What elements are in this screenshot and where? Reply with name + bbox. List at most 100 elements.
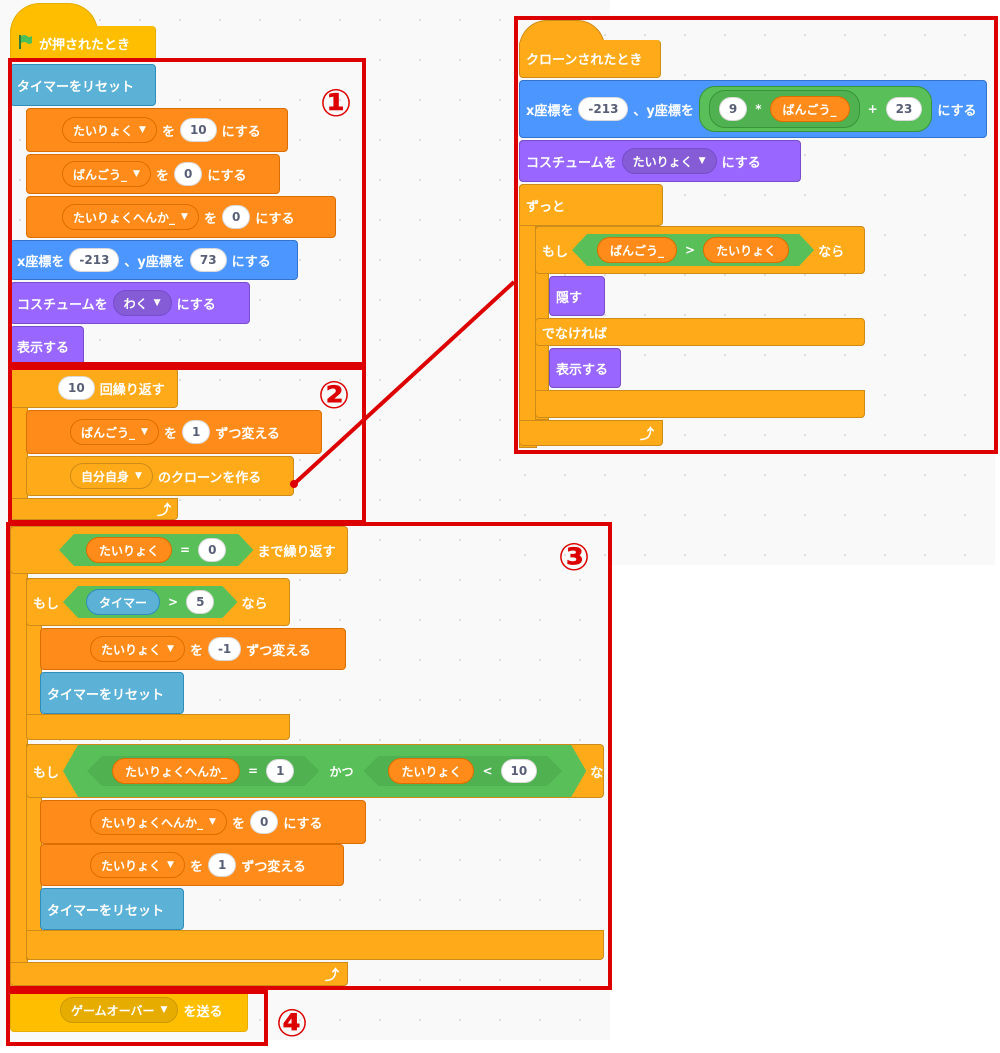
set-hpchange-zero-block[interactable]: たいりょくへんか_▼ を 0 にする — [40, 800, 366, 844]
label-y: 、y座標を — [124, 254, 185, 270]
if-hpchange-block[interactable]: もし たいりょくへんか_ = 1 かつ たいりょく < 10 なら — [26, 744, 616, 798]
clone-costume-block[interactable]: コスチュームを たいりょく▼ にする — [519, 140, 801, 182]
value-input[interactable]: 0 — [173, 162, 203, 186]
reset-timer-block[interactable]: タイマーをリセット — [40, 672, 184, 714]
else-label-bar: でなければ — [535, 318, 865, 346]
y-input[interactable]: 73 — [189, 248, 227, 272]
repeat-label: 回繰り返す — [99, 382, 165, 398]
x-input[interactable]: -213 — [578, 97, 629, 121]
set-hpchange-block[interactable]: たいりょくへんか_▼ を 0 にする — [26, 196, 336, 238]
label-y: 、y座標を — [633, 103, 694, 119]
label-wo: を — [203, 211, 217, 227]
label-nisuru: にする — [255, 211, 295, 227]
label-wo: を — [161, 124, 175, 140]
dropdown-caret-icon: ▼ — [153, 298, 161, 308]
reset-timer-label: タイマーをリセット — [17, 79, 135, 95]
op-and: かつ — [329, 764, 354, 779]
when-cloned-hat-block[interactable]: クローンされたとき — [519, 40, 661, 78]
reset-timer-block[interactable]: タイマーをリセット — [40, 888, 184, 930]
annotation-number-3: ③ — [558, 535, 591, 579]
value-input[interactable]: 0 — [198, 538, 226, 562]
dropdown-caret-icon: ▼ — [160, 1005, 168, 1015]
else-label: でなければ — [542, 326, 608, 342]
clone-goto-xy-block[interactable]: x座標を -213 、y座標を 9 * ばんごう_ + 23 にする — [519, 80, 987, 138]
if-timer-block[interactable]: もし タイマー > 5 なら — [26, 578, 290, 626]
var-dropdown-hp[interactable]: たいりょく▼ — [62, 117, 157, 143]
label-nisuru: にする — [283, 816, 323, 832]
num-reporter[interactable]: ばんごう_ — [769, 96, 850, 122]
hp-reporter[interactable]: たいりょく — [86, 537, 172, 563]
label-wo: を — [189, 859, 203, 875]
hp-reporter[interactable]: たいりょく — [703, 237, 789, 263]
multiply-operator[interactable]: 9 * ばんごう_ — [708, 90, 860, 128]
var-dropdown-hpchange[interactable]: たいりょくへんか_▼ — [62, 204, 199, 230]
set-num-block[interactable]: ばんごう_▼ を 0 にする — [26, 154, 280, 194]
var-dropdown-num[interactable]: ばんごう_▼ — [62, 161, 151, 187]
equals-operator[interactable]: たいりょくへんか_ = 1 — [87, 756, 319, 786]
var-dropdown-hp[interactable]: たいりょく▼ — [90, 636, 185, 662]
repeat-block[interactable]: 10 回繰り返す — [10, 368, 178, 408]
annotation-number-2: ② — [318, 373, 351, 417]
and-operator[interactable]: たいりょくへんか_ = 1 かつ たいりょく < 10 — [63, 745, 586, 797]
value-input[interactable]: 10 — [179, 118, 217, 142]
greater-than-operator[interactable]: ばんごう_ > たいりょく — [572, 234, 814, 266]
clone-target-dropdown[interactable]: 自分自身▼ — [70, 463, 153, 489]
label-nisuru: にする — [721, 155, 761, 171]
value-input[interactable]: -1 — [207, 637, 242, 661]
change-num-block[interactable]: ばんごう_▼ を 1 ずつ変える — [26, 410, 322, 454]
forever-block[interactable]: ずっと — [519, 184, 663, 226]
value-input[interactable]: 1 — [266, 759, 294, 783]
label-zutsu: ずつ変える — [241, 859, 306, 875]
value-input[interactable]: 1 — [207, 853, 237, 877]
repeat-count-input[interactable]: 10 — [58, 376, 95, 400]
clone-label: のクローンを作る — [157, 470, 262, 486]
var-dropdown-num[interactable]: ばんごう_▼ — [70, 419, 159, 445]
value-input[interactable]: 10 — [501, 759, 538, 783]
less-than-operator[interactable]: たいりょく < 10 — [363, 756, 562, 786]
value-input[interactable]: 1 — [181, 420, 211, 444]
costume-dropdown[interactable]: わく▼ — [112, 290, 172, 316]
greater-than-operator[interactable]: タイマー > 5 — [63, 586, 237, 618]
hp-reporter[interactable]: たいりょく — [388, 758, 474, 784]
clone-show-block[interactable]: 表示する — [549, 348, 621, 388]
add-operator[interactable]: 9 * ばんごう_ + 23 — [698, 86, 933, 132]
reset-timer-block[interactable]: タイマーをリセット — [10, 64, 156, 106]
value-input[interactable]: 9 — [718, 97, 748, 121]
hide-block[interactable]: 隠す — [549, 276, 605, 316]
change-hp-plus-block[interactable]: たいりょく▼ を 1 ずつ変える — [40, 844, 344, 886]
green-flag-icon — [17, 34, 33, 54]
create-clone-block[interactable]: 自分自身▼ のクローンを作る — [26, 456, 294, 496]
change-hp-minus-block[interactable]: たいりょく▼ を -1 ずつ変える — [40, 628, 346, 670]
label-nisuru: にする — [207, 168, 247, 184]
show-label: 表示する — [17, 340, 70, 356]
dropdown-caret-icon: ▼ — [209, 817, 216, 827]
equals-operator[interactable]: たいりょく = 0 — [59, 534, 253, 566]
dropdown-caret-icon: ▼ — [181, 212, 188, 222]
label-wo: を — [231, 816, 245, 832]
set-hp-block[interactable]: たいりょく▼ を 10 にする — [26, 108, 288, 152]
show-label: 表示する — [556, 362, 609, 378]
goto-xy-block[interactable]: x座標を -213 、y座標を 73 にする — [10, 240, 298, 280]
if-else-block[interactable]: もし ばんごう_ > たいりょく なら — [535, 226, 865, 274]
value-input[interactable]: 0 — [249, 810, 279, 834]
broadcast-label: を送る — [183, 1004, 223, 1020]
if-timer-end-cap — [26, 714, 290, 740]
value-input[interactable]: 5 — [186, 590, 214, 614]
forever-end-cap: ⤴ — [519, 420, 663, 446]
var-dropdown-hpchange[interactable]: たいりょくへんか_▼ — [90, 809, 227, 835]
dropdown-caret-icon: ▼ — [133, 169, 140, 179]
timer-reporter[interactable]: タイマー — [86, 589, 160, 615]
num-reporter[interactable]: ばんごう_ — [597, 237, 677, 263]
message-dropdown[interactable]: ゲームオーバー▼ — [60, 997, 179, 1023]
var-dropdown-hp[interactable]: たいりょく▼ — [90, 852, 185, 878]
value-input[interactable]: 0 — [221, 205, 251, 229]
value-input[interactable]: 23 — [885, 97, 923, 121]
when-flag-clicked-block[interactable]: が押されたとき — [10, 26, 156, 62]
annotation-box-3 — [6, 522, 612, 990]
repeat-until-block[interactable]: たいりょく = 0 まで繰り返す — [10, 526, 348, 574]
x-input[interactable]: -213 — [69, 248, 120, 272]
hpchange-reporter[interactable]: たいりょくへんか_ — [112, 758, 240, 784]
broadcast-block[interactable]: ゲームオーバー▼ を送る — [10, 988, 248, 1032]
switch-costume-block[interactable]: コスチュームを わく▼ にする — [10, 282, 250, 324]
costume-dropdown[interactable]: たいりょく▼ — [621, 148, 717, 174]
